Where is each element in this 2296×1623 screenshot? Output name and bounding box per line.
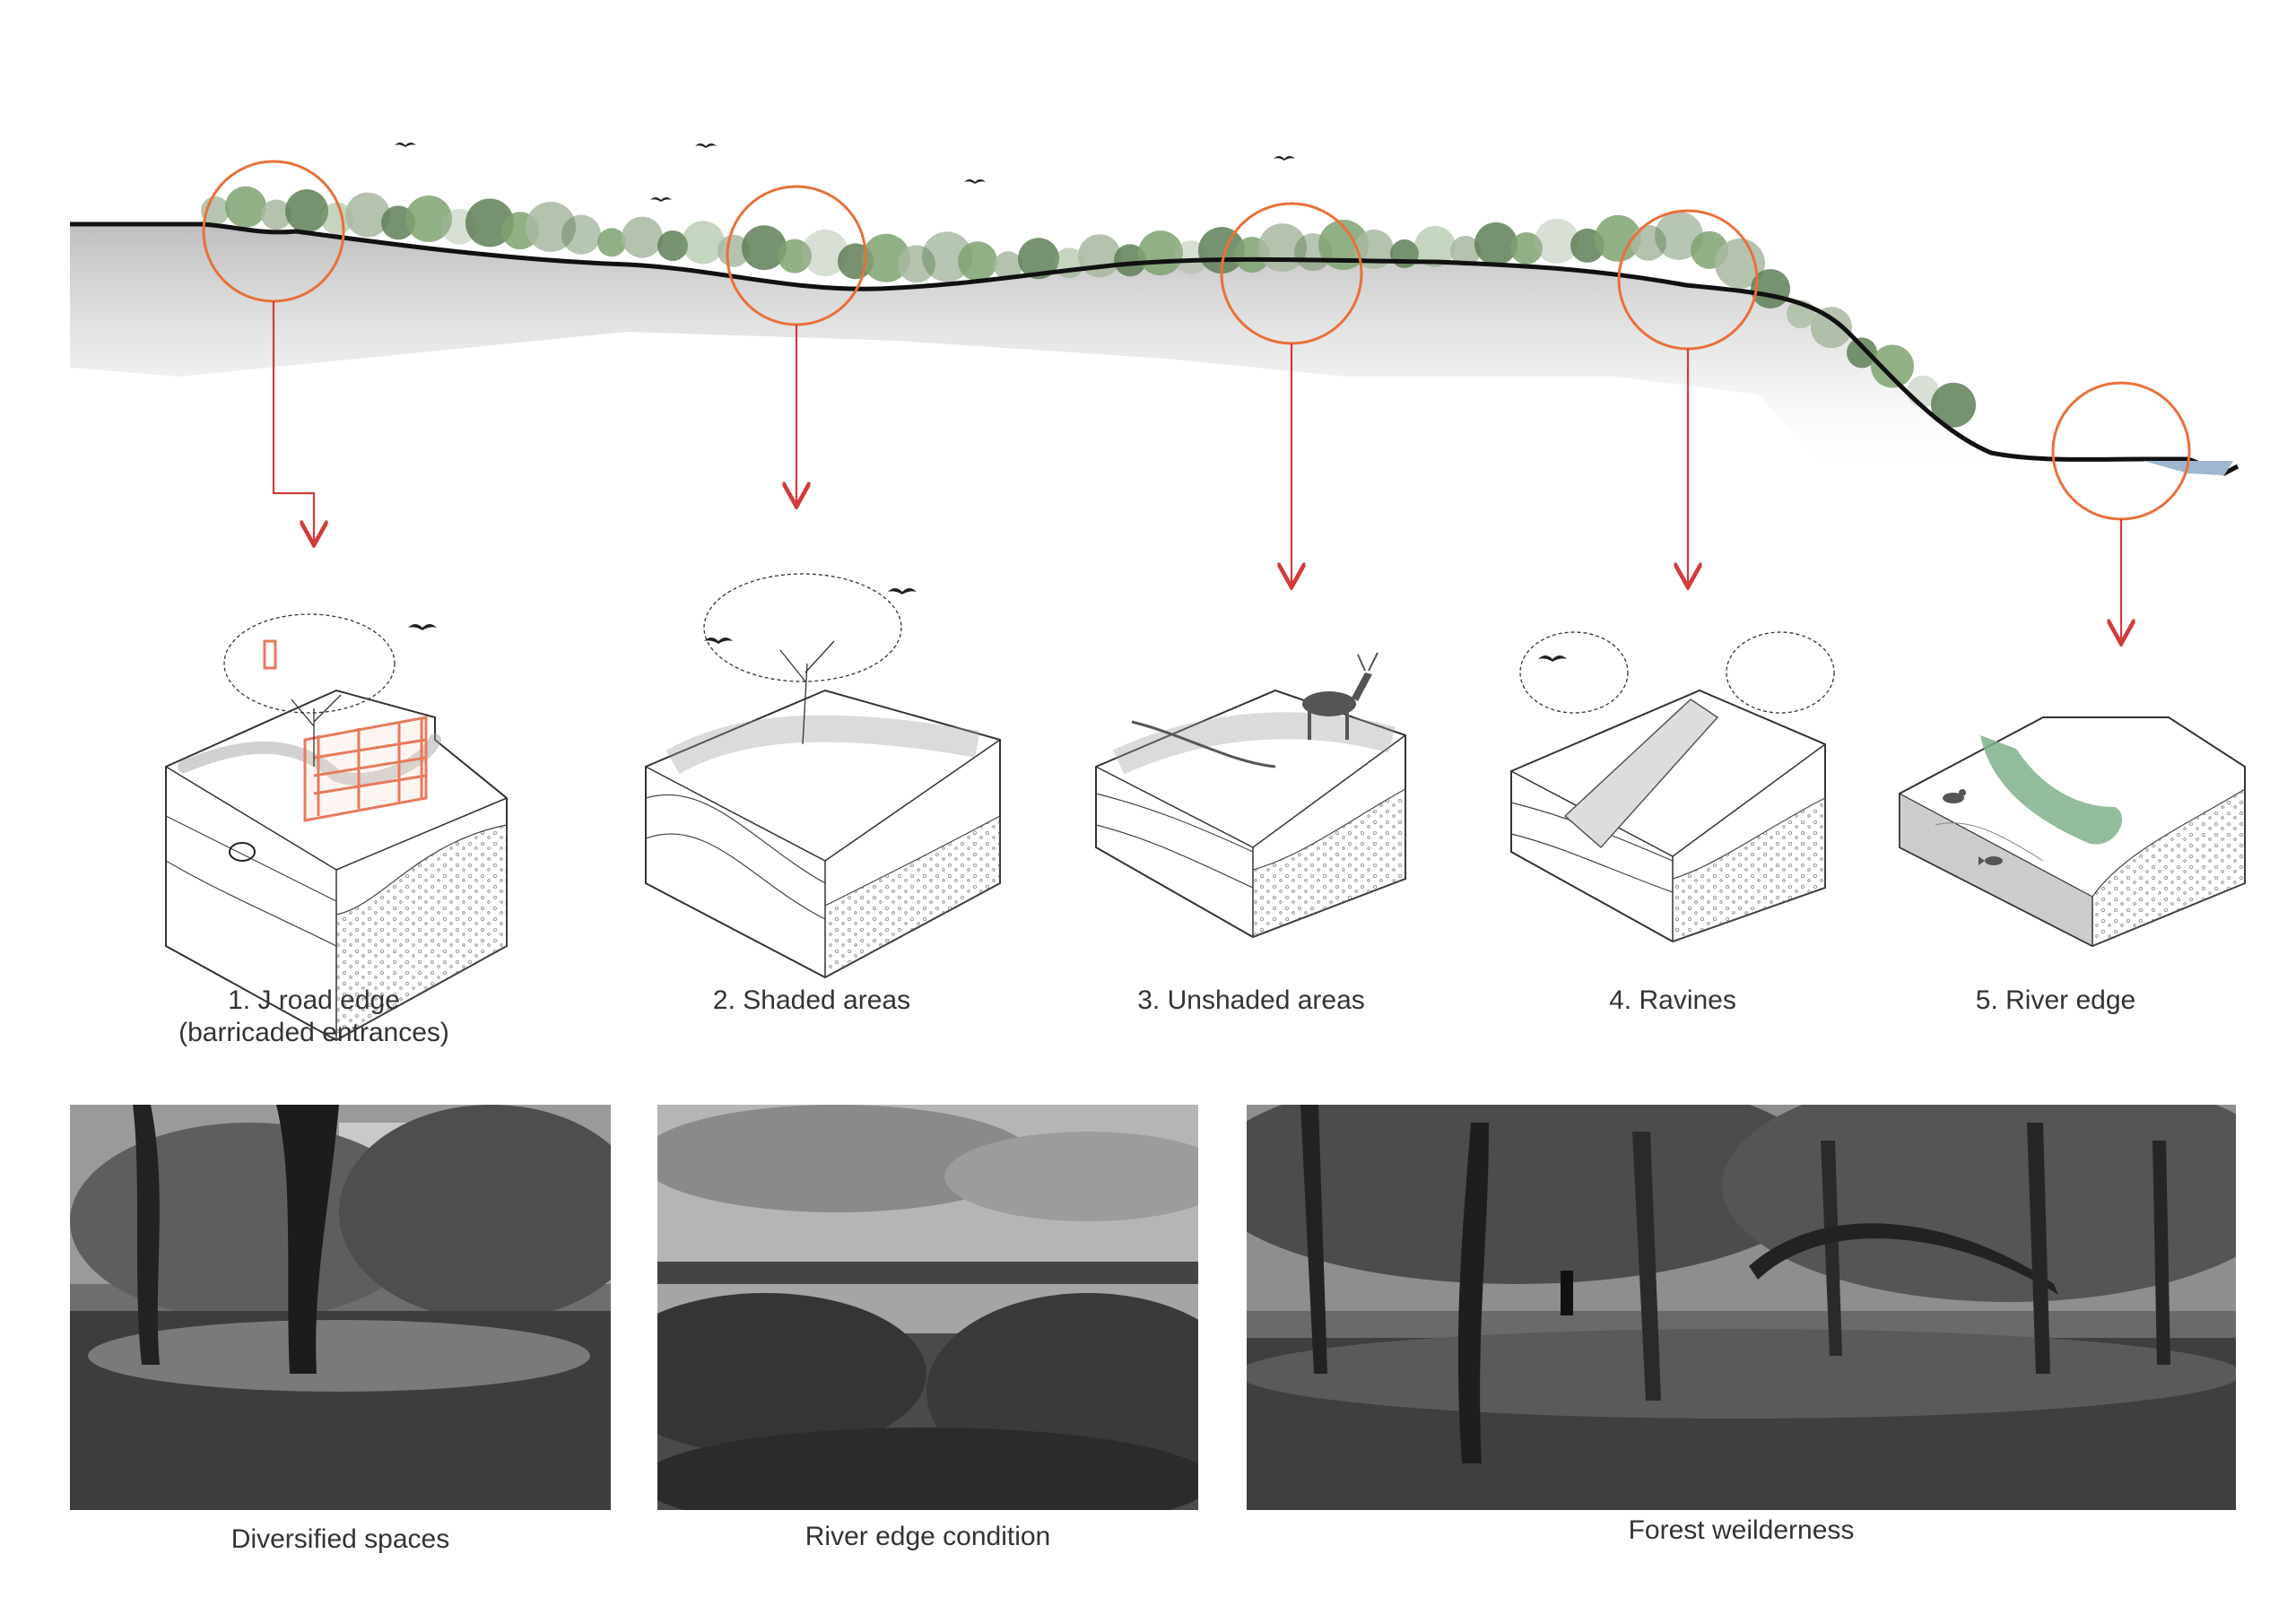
zone-number: 1. <box>228 985 251 1015</box>
canopy-tree <box>345 192 390 238</box>
deer-icon <box>1302 652 1378 740</box>
canopy-tree <box>1631 224 1666 261</box>
zone-caption-2: 2. Shaded areas <box>632 985 991 1017</box>
canopy-tree <box>622 216 663 258</box>
canopy-tree <box>1510 231 1543 265</box>
zone-title: J road edge <box>257 985 400 1015</box>
canopy-tree <box>1595 214 1641 262</box>
canopy-tree <box>1871 344 1914 388</box>
canopy-tree <box>778 239 812 273</box>
zone-title: Shaded areas <box>743 985 911 1015</box>
zone-caption-5: 5. River edge <box>1876 985 2235 1017</box>
canopy-tree <box>994 251 1022 281</box>
canopy-tree <box>682 221 725 265</box>
fallen-log <box>1131 720 1276 768</box>
iso-block-road-edge <box>165 613 508 1042</box>
canopy-tree <box>1847 337 1877 369</box>
bird-icon <box>1538 655 1567 662</box>
canopy-tree <box>862 233 910 282</box>
bird-icon <box>888 588 917 595</box>
canopy-tree <box>1450 235 1481 266</box>
fish-icon <box>1979 856 2003 865</box>
canopy-tree <box>597 228 626 257</box>
iso-block-shaded-areas <box>645 573 1001 979</box>
canopy-tree <box>1114 244 1146 277</box>
canopy-tree <box>285 189 328 233</box>
barricade-fence <box>263 639 428 822</box>
photo-caption-1: Diversified spaces <box>230 1524 450 1554</box>
photo-caption-3: Forest weilderness <box>1628 1515 1855 1545</box>
ravine-channel <box>1563 699 1719 849</box>
zone-subtitle: (barricaded entrances) <box>178 1018 449 1047</box>
tree-icon <box>223 613 396 767</box>
canopy-tree <box>1018 238 1059 280</box>
bird-icon <box>704 638 733 644</box>
canopy-tree <box>742 225 787 271</box>
canopy-tree <box>321 202 353 235</box>
pipe-icon <box>229 842 256 862</box>
zone-number: 2. <box>712 985 735 1015</box>
zone-title: Ravines <box>1639 985 1736 1015</box>
ground-line <box>70 221 2239 476</box>
river-vegetation <box>1980 735 2123 845</box>
photo-forest-wilderness <box>1247 1105 2236 1510</box>
landscape-section-diagram <box>70 143 2246 1042</box>
zone-caption-4: 4. Ravines <box>1493 985 1852 1017</box>
leader-arrows <box>272 301 2121 644</box>
zone-caption-1: 1. J road edge (barricaded entrances) <box>135 985 493 1049</box>
canopy-tree <box>225 186 266 228</box>
canopy-tree <box>1535 218 1579 264</box>
canopy-tree <box>898 245 935 283</box>
zone-number: 4. <box>1609 985 1632 1015</box>
canopy-tree <box>657 230 688 261</box>
tree-icon <box>1519 631 1835 714</box>
photo-river-edge-condition <box>657 1105 1198 1510</box>
canopy-tree <box>1715 239 1765 289</box>
bird-icon <box>408 624 437 630</box>
photo-caption-2: River edge condition <box>804 1522 1051 1551</box>
canopy-tree <box>1390 239 1419 269</box>
canopy-tree <box>1931 382 1976 428</box>
iso-block-river-edge <box>1899 716 2246 948</box>
canopy-tree <box>405 195 452 243</box>
canopy-tree <box>958 241 997 282</box>
canopy-tree <box>1414 226 1456 267</box>
iso-block-unshaded-areas <box>1095 652 1406 939</box>
canopy-tree <box>718 234 750 267</box>
zone-title: River edge <box>2005 985 2136 1015</box>
photo-diversified-spaces <box>70 1105 611 1510</box>
zone-caption-3: 3. Unshaded areas <box>1072 985 1431 1017</box>
zone-number: 3. <box>1137 985 1161 1015</box>
canopy-tree <box>1474 221 1518 265</box>
zone-number: 5. <box>1975 985 1998 1015</box>
canopy-tree <box>802 230 848 276</box>
tree-icon <box>703 573 902 745</box>
canopy-tree <box>261 199 291 230</box>
zone-title: Unshaded areas <box>1167 985 1365 1015</box>
leader-arrow-1 <box>272 301 314 545</box>
duck-icon <box>1943 789 1966 803</box>
callout-circle-5 <box>2051 381 2191 521</box>
canopy-tree <box>1811 307 1852 349</box>
bird-icons <box>395 143 1295 202</box>
section-tree-canopy <box>201 186 1976 428</box>
canopy-tree <box>526 201 576 252</box>
canopy-tree <box>561 214 601 255</box>
canopy-tree <box>465 198 514 247</box>
iso-block-ravines <box>1510 631 1835 943</box>
